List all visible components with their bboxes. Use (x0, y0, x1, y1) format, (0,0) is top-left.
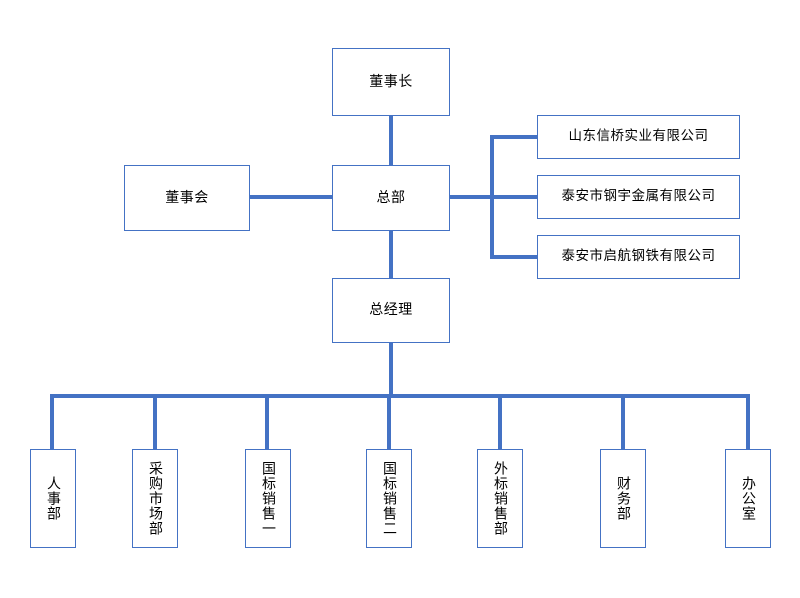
node-headquarters[interactable]: 总部 (332, 165, 450, 231)
node-subsidiary-2[interactable]: 泰安市钢宇金属有限公司 (537, 175, 740, 219)
node-department-6-label: 财务部 (615, 476, 631, 521)
node-department-1-label: 人事部 (45, 476, 61, 521)
node-general-manager-label: 总经理 (369, 302, 413, 319)
node-subsidiary-2-label: 泰安市钢宇金属有限公司 (561, 188, 716, 205)
node-subsidiary-3[interactable]: 泰安市启航钢铁有限公司 (537, 235, 740, 279)
node-department-5-label: 外标销售部 (492, 461, 508, 536)
node-subsidiary-1-label: 山东信桥实业有限公司 (568, 128, 709, 145)
node-department-7-label: 办公室 (740, 476, 756, 521)
node-department-3-label: 国标销售一 (260, 461, 276, 536)
node-department-2[interactable]: 采购市场部 (132, 449, 178, 548)
node-department-1[interactable]: 人事部 (30, 449, 76, 548)
node-department-2-label: 采购市场部 (147, 461, 163, 536)
node-department-7[interactable]: 办公室 (725, 449, 771, 548)
node-board[interactable]: 董事会 (124, 165, 250, 231)
node-chairman[interactable]: 董事长 (332, 48, 450, 116)
node-department-4[interactable]: 国标销售二 (366, 449, 412, 548)
node-headquarters-label: 总部 (376, 189, 406, 206)
node-chairman-label: 董事长 (369, 73, 413, 90)
node-department-5[interactable]: 外标销售部 (477, 449, 523, 548)
node-board-label: 董事会 (165, 189, 209, 206)
node-subsidiary-3-label: 泰安市启航钢铁有限公司 (561, 248, 716, 265)
node-subsidiary-1[interactable]: 山东信桥实业有限公司 (537, 115, 740, 159)
node-department-3[interactable]: 国标销售一 (245, 449, 291, 548)
node-general-manager[interactable]: 总经理 (332, 278, 450, 343)
node-department-4-label: 国标销售二 (381, 461, 397, 536)
node-department-6[interactable]: 财务部 (600, 449, 646, 548)
